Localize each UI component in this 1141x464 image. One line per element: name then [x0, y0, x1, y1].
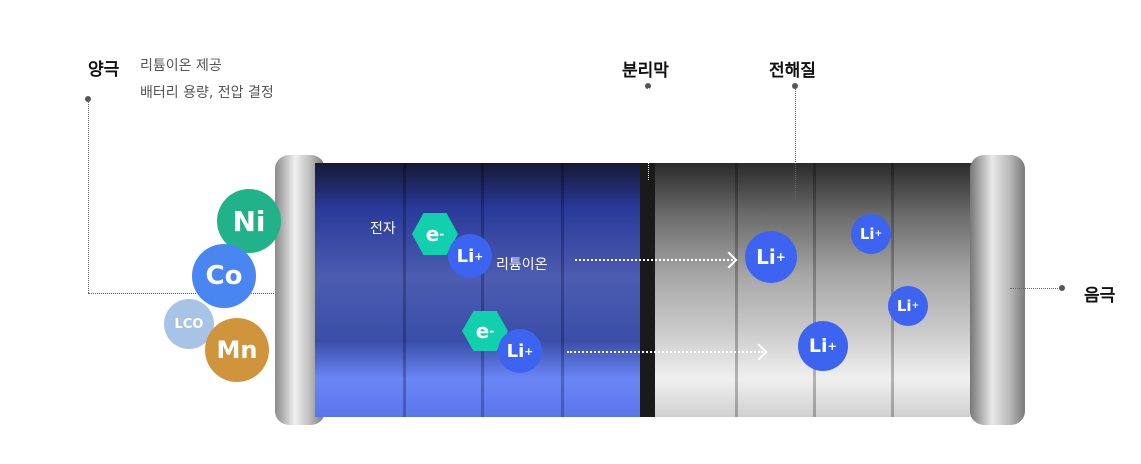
cathode-leader-line	[88, 100, 89, 293]
cathode-pointer-dot	[85, 96, 91, 102]
electrolyte-leader-line	[795, 88, 796, 200]
co-circle: Co	[192, 244, 256, 308]
right-cap	[970, 155, 1025, 425]
anode-leader-line	[1010, 288, 1060, 289]
cathode-desc-2: 배터리 용량, 전압 결정	[140, 85, 274, 101]
lithium-ion-icon: Li+	[851, 214, 891, 254]
anode-section	[655, 163, 975, 417]
separator-pointer-dot	[645, 83, 651, 89]
electrolyte-title: 전해질	[769, 61, 816, 81]
lithium-ion-label: 리튬이온	[496, 257, 548, 273]
cathode-desc-1: 리튬이온 제공	[140, 58, 222, 74]
lco-circle: LCO	[164, 299, 214, 349]
ni-circle: Ni	[217, 189, 281, 253]
cathode-section	[315, 163, 640, 417]
separator-leader-line	[648, 88, 649, 180]
battery	[275, 155, 1025, 425]
lithium-ion-icon: Li+	[888, 286, 928, 326]
arrow-right-icon	[575, 259, 733, 261]
separator-title: 분리막	[622, 61, 669, 81]
electron-label: 전자	[370, 221, 396, 237]
lithium-ion-icon: Li+	[745, 231, 797, 283]
anode-title: 음극	[1084, 286, 1116, 306]
arrow-right-icon	[567, 351, 763, 353]
anode-pointer-dot	[1059, 285, 1065, 291]
cathode-leader-line-h	[88, 293, 288, 294]
cathode-title: 양극	[88, 60, 120, 80]
lithium-ion-icon: Li+	[798, 321, 848, 371]
electrolyte-pointer-dot	[792, 83, 798, 89]
mn-circle: Mn	[205, 318, 269, 382]
lithium-ion-icon: Li+	[498, 329, 542, 373]
lithium-ion-icon: Li+	[448, 234, 492, 278]
separator-bar	[640, 163, 655, 417]
